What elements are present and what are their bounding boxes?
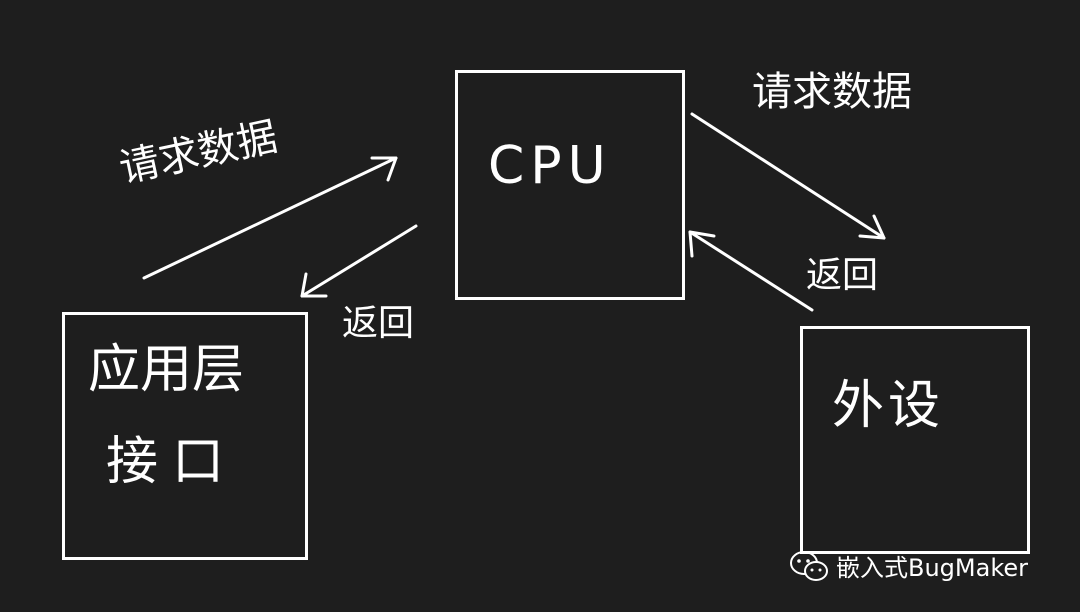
watermark-text: 嵌入式BugMaker: [836, 554, 1028, 582]
edge-label-cpu-to-app: 返回: [342, 303, 415, 344]
peripheral-box: [800, 326, 1030, 554]
app-layer-label-line1: 应用层: [88, 340, 245, 400]
wechat-icon: [790, 550, 828, 581]
peripheral-label: 外设: [832, 376, 945, 436]
edge-label-cpu-to-peripheral: 请求数据: [752, 69, 912, 115]
arrow-peripheral-to-cpu: [688, 230, 814, 312]
watermark: 嵌入式BugMaker: [788, 548, 1028, 583]
arrow-cpu-to-peripheral: [690, 112, 886, 240]
app-layer-box: [62, 312, 308, 560]
cpu-label: CPU: [488, 136, 612, 196]
arrow-cpu-to-app: [300, 224, 418, 298]
cpu-box: [455, 70, 685, 300]
app-layer-label-line2: 接口: [106, 432, 239, 492]
edge-label-peripheral-to-cpu: 返回: [806, 255, 879, 296]
arrow-app-to-cpu: [142, 156, 398, 280]
